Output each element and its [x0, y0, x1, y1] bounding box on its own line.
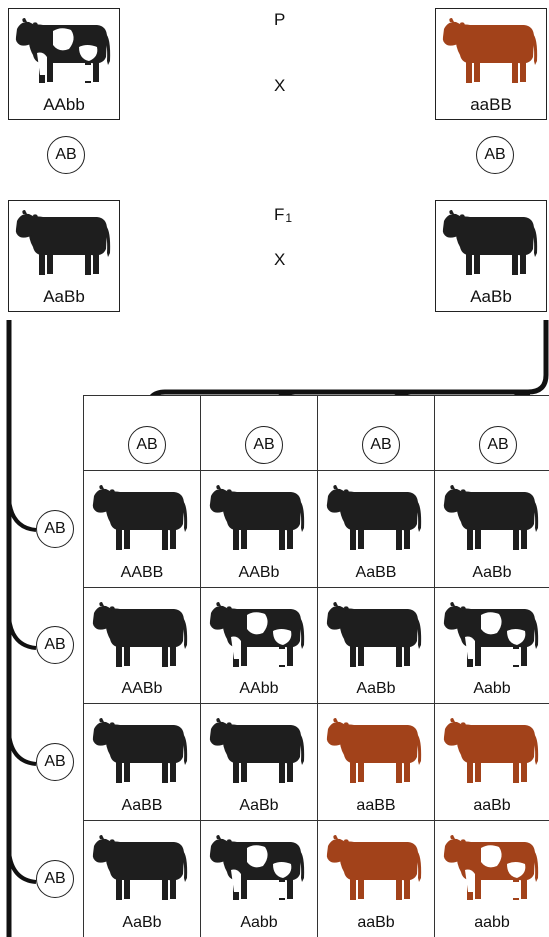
- row-gamete: AB: [36, 860, 74, 898]
- black-and-white-spotted-cow-icon: [13, 17, 117, 87]
- offspring-genotype: AaBb: [84, 914, 200, 932]
- offspring-cell: Aabb: [200, 820, 317, 937]
- offspring-cell: aaBb: [317, 820, 434, 937]
- column-gamete: AB: [362, 426, 400, 464]
- punnett-header-cell: AB: [83, 395, 200, 470]
- parent-right-genotype: aaBB: [436, 95, 546, 115]
- brown-cow-icon: [440, 17, 544, 87]
- p-generation-label: P: [274, 10, 285, 30]
- f1-cross-symbol: X: [274, 250, 285, 270]
- f1-right-box: AaBb: [435, 200, 547, 312]
- row-gamete: AB: [36, 626, 74, 664]
- black-cow-icon: [90, 600, 194, 672]
- row-gamete-branch: [9, 734, 36, 764]
- parent-left-box: AAbb: [8, 8, 120, 120]
- offspring-genotype: aaBb: [318, 914, 434, 932]
- offspring-genotype: AaBb: [318, 680, 434, 698]
- black-cow-icon: [13, 209, 117, 279]
- black-and-white-spotted-cow-icon: [207, 600, 311, 672]
- f1-generation-label: F1: [274, 205, 292, 225]
- punnett-header-cell: AB: [200, 395, 317, 470]
- punnett-header-cell: AB: [317, 395, 434, 470]
- brown-cow-icon: [324, 833, 428, 905]
- row-gamete-branch: [9, 852, 36, 882]
- offspring-cell: AABB: [83, 470, 200, 587]
- row-gamete: AB: [36, 510, 74, 548]
- brown-cow-icon: [324, 716, 428, 788]
- black-and-white-spotted-cow-icon: [441, 600, 545, 672]
- column-gamete: AB: [479, 426, 517, 464]
- offspring-genotype: AaBb: [435, 564, 549, 582]
- offspring-cell: AaBb: [317, 587, 434, 703]
- brown-and-white-spotted-cow-icon: [441, 833, 545, 905]
- black-cow-icon: [440, 209, 544, 279]
- offspring-cell: AaBB: [83, 703, 200, 820]
- offspring-genotype: Aabb: [435, 680, 549, 698]
- parent-left-genotype: AAbb: [9, 95, 119, 115]
- offspring-cell: AABb: [200, 470, 317, 587]
- parent-right-box: aaBB: [435, 8, 547, 120]
- punnett-header-cell: AB: [434, 395, 549, 470]
- offspring-cell: AaBb: [83, 820, 200, 937]
- f1-right-genotype: AaBb: [436, 287, 546, 307]
- row-gamete-branch: [9, 618, 36, 648]
- offspring-cell: Aabb: [434, 587, 549, 703]
- row-gamete-branch: [9, 500, 36, 530]
- offspring-genotype: aaBB: [318, 797, 434, 815]
- black-cow-icon: [207, 716, 311, 788]
- offspring-genotype: AABb: [201, 564, 317, 582]
- offspring-genotype: AABb: [84, 680, 200, 698]
- black-and-white-spotted-cow-icon: [207, 833, 311, 905]
- black-cow-icon: [324, 483, 428, 555]
- f1-left-genotype: AaBb: [9, 287, 119, 307]
- f1-left-box: AaBb: [8, 200, 120, 312]
- p-cross-symbol: X: [274, 76, 285, 96]
- offspring-genotype: aaBb: [435, 797, 549, 815]
- offspring-genotype: AaBb: [201, 797, 317, 815]
- offspring-genotype: AaBB: [84, 797, 200, 815]
- offspring-genotype: AaBB: [318, 564, 434, 582]
- offspring-genotype: Aabb: [201, 914, 317, 932]
- black-cow-icon: [324, 600, 428, 672]
- parent-right-gamete: AB: [476, 136, 514, 174]
- column-gamete: AB: [128, 426, 166, 464]
- offspring-genotype: AABB: [84, 564, 200, 582]
- offspring-cell: AaBb: [434, 470, 549, 587]
- offspring-cell: AAbb: [200, 587, 317, 703]
- black-cow-icon: [207, 483, 311, 555]
- row-gamete: AB: [36, 743, 74, 781]
- offspring-cell: aaBb: [434, 703, 549, 820]
- black-cow-icon: [441, 483, 545, 555]
- offspring-genotype: AAbb: [201, 680, 317, 698]
- offspring-cell: aabb: [434, 820, 549, 937]
- column-gamete: AB: [245, 426, 283, 464]
- offspring-cell: AABb: [83, 587, 200, 703]
- black-cow-icon: [90, 833, 194, 905]
- black-cow-icon: [90, 483, 194, 555]
- offspring-cell: AaBb: [200, 703, 317, 820]
- brown-cow-icon: [441, 716, 545, 788]
- offspring-cell: aaBB: [317, 703, 434, 820]
- parent-left-gamete: AB: [47, 136, 85, 174]
- offspring-genotype: aabb: [435, 914, 549, 932]
- black-cow-icon: [90, 716, 194, 788]
- offspring-cell: AaBB: [317, 470, 434, 587]
